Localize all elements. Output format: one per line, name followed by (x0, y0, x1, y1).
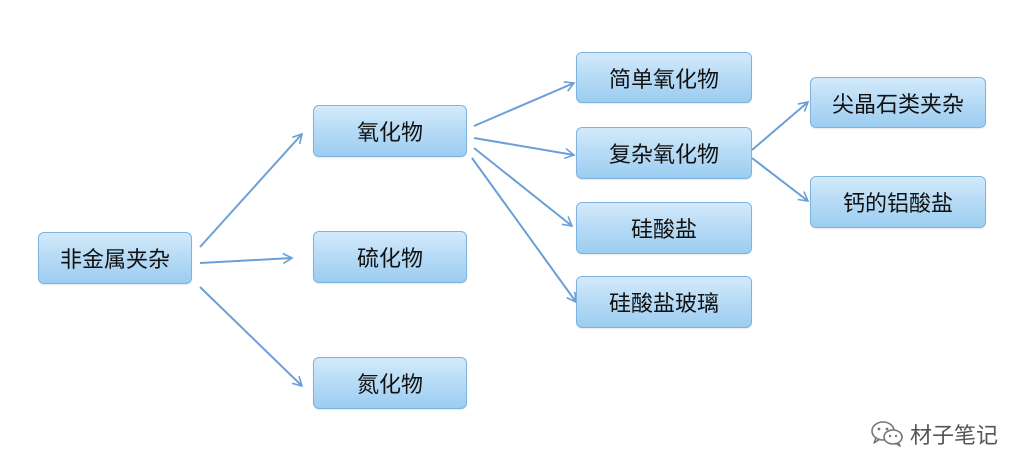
watermark-text: 材子笔记 (909, 424, 998, 449)
node-simple-oxide: 简单氧化物 (576, 52, 752, 103)
wechat-icon (870, 420, 904, 448)
node-complex-oxide: 复杂氧化物 (576, 127, 752, 179)
node-silicate-glass: 硅酸盐玻璃 (576, 276, 752, 328)
node-label: 钙的铝酸盐 (842, 192, 953, 217)
node-label: 硫化物 (356, 247, 423, 272)
node-label: 氧化物 (356, 121, 423, 146)
node-label: 硅酸盐 (630, 218, 697, 243)
node-silicate: 硅酸盐 (576, 202, 752, 254)
node-sulfide: 硫化物 (313, 231, 467, 283)
node-label: 简单氧化物 (608, 67, 719, 93)
arrow-oxide-to-glass (471, 157, 577, 304)
arrow-root-to-sulfide (199, 252, 294, 265)
arrow-complex-to-aluminate (751, 157, 810, 203)
watermark: 材子笔记 (870, 418, 998, 450)
arrow-root-to-oxide (199, 132, 304, 248)
node-label: 硅酸盐玻璃 (608, 292, 719, 317)
node-oxide: 氧化物 (313, 105, 467, 157)
arrow-root-to-nitride (199, 286, 304, 388)
arrow-complex-to-spinel (751, 100, 810, 151)
node-calcium-aluminate: 钙的铝酸盐 (810, 176, 986, 228)
node-label: 非金属夹杂 (59, 248, 170, 273)
arrow-oxide-to-silicate (473, 147, 574, 228)
node-label: 氮化物 (356, 373, 423, 398)
arrow-oxide-to-complex (473, 137, 576, 160)
node-non-metallic-inclusion: 非金属夹杂 (38, 232, 192, 284)
arrows (199, 81, 810, 388)
arrow-oxide-to-simple (473, 81, 576, 127)
node-nitride: 氮化物 (313, 357, 467, 409)
node-label: 复杂氧化物 (608, 143, 719, 168)
node-label: 尖晶石类夹杂 (831, 92, 964, 118)
node-spinel-inclusion: 尖晶石类夹杂 (810, 77, 986, 128)
